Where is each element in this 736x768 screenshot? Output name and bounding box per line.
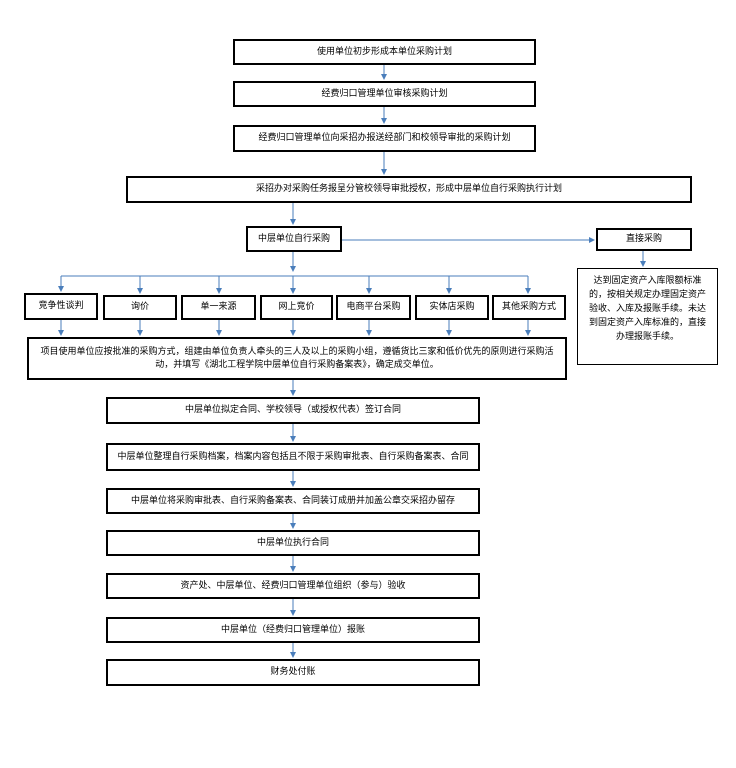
step-procurement-group-line-1: 项目使用单位应按批准的采购方式，组建由单位负责人牵头的三人及以上的采购小组，遵循… <box>40 347 554 358</box>
method-label: 单一来源 <box>200 302 237 313</box>
step-procurement-group-line-2: 动，并填写《湖北工程学院中层单位自行采购备案表》，确定成交单位。 <box>155 359 439 370</box>
method-competitive-negotiation: 竞争性谈判 <box>24 293 98 320</box>
method-label: 竞争性谈判 <box>38 301 84 312</box>
step-approval: 采招办对采购任务报呈分管校领导审批授权，形成中层单位自行采购执行计划 <box>126 176 692 203</box>
method-inquiry: 询价 <box>103 295 177 320</box>
step-archive-text: 中层单位整理自行采购档案，档案内容包括且不限于采购审批表、自行采购备案表、合同 <box>117 451 469 462</box>
step-submit-plan: 经费归口管理单位向采招办报送经部门和校领导审批的采购计划 <box>233 125 536 152</box>
step-approval-text: 采招办对采购任务报呈分管校领导审批授权，形成中层单位自行采购执行计划 <box>255 184 562 195</box>
step-self-procurement-text: 中层单位自行采购 <box>257 233 330 244</box>
method-label: 其他采购方式 <box>501 302 556 313</box>
method-label: 询价 <box>130 302 149 313</box>
step-submit-plan-text: 经费归口管理单位向采招办报送经部门和校领导审批的采购计划 <box>258 133 511 144</box>
step-bind-submit: 中层单位将采购审批表、自行采购备案表、合同装订成册并加盖公章交采招办留存 <box>106 488 480 514</box>
method-label: 网上竞价 <box>278 302 315 313</box>
step-acceptance: 资产处、中层单位、经费归口管理单位组织（参与）验收 <box>106 573 480 599</box>
step-direct-procurement-text: 直接采购 <box>625 234 662 245</box>
method-physical-store: 实体店采购 <box>415 295 489 320</box>
direct-procurement-note-text: 达到固定资产入库限额标准的，按相关规定办理固定资产验收、入库及报账手续。未达到固… <box>588 276 706 342</box>
step-review-plan: 经费归口管理单位审核采购计划 <box>233 81 536 107</box>
step-execute-contract: 中层单位执行合同 <box>106 530 480 556</box>
step-review-plan-text: 经费归口管理单位审核采购计划 <box>321 88 448 99</box>
step-execute-contract-text: 中层单位执行合同 <box>256 537 329 548</box>
step-bind-submit-text: 中层单位将采购审批表、自行采购备案表、合同装订成册并加盖公章交采招办留存 <box>130 495 455 506</box>
method-label: 电商平台采购 <box>346 302 401 313</box>
step-sign-contract: 中层单位拟定合同、学校领导（或授权代表）签订合同 <box>106 397 480 424</box>
method-online-bidding: 网上竞价 <box>260 295 333 320</box>
step-self-procurement: 中层单位自行采购 <box>246 226 342 252</box>
step-initial-plan: 使用单位初步形成本单位采购计划 <box>233 39 536 65</box>
step-direct-procurement: 直接采购 <box>596 228 692 251</box>
direct-procurement-note: 达到固定资产入库限额标准的，按相关规定办理固定资产验收、入库及报账手续。未达到固… <box>577 268 718 365</box>
step-initial-plan-text: 使用单位初步形成本单位采购计划 <box>316 46 452 57</box>
step-acceptance-text: 资产处、中层单位、经费归口管理单位组织（参与）验收 <box>180 580 406 591</box>
step-payment: 财务处付账 <box>106 659 480 686</box>
method-ecommerce: 电商平台采购 <box>336 295 411 320</box>
method-label: 实体店采购 <box>429 302 475 313</box>
step-archive: 中层单位整理自行采购档案，档案内容包括且不限于采购审批表、自行采购备案表、合同 <box>106 443 480 471</box>
step-reimbursement-text: 中层单位（经费归口管理单位）报账 <box>220 624 365 635</box>
step-reimbursement: 中层单位（经费归口管理单位）报账 <box>106 617 480 643</box>
step-payment-text: 财务处付账 <box>270 667 316 678</box>
method-single-source: 单一来源 <box>181 295 256 320</box>
method-other: 其他采购方式 <box>492 295 566 320</box>
step-procurement-group: 项目使用单位应按批准的采购方式，组建由单位负责人牵头的三人及以上的采购小组，遵循… <box>27 337 567 380</box>
step-sign-contract-text: 中层单位拟定合同、学校领导（或授权代表）签订合同 <box>184 405 401 416</box>
